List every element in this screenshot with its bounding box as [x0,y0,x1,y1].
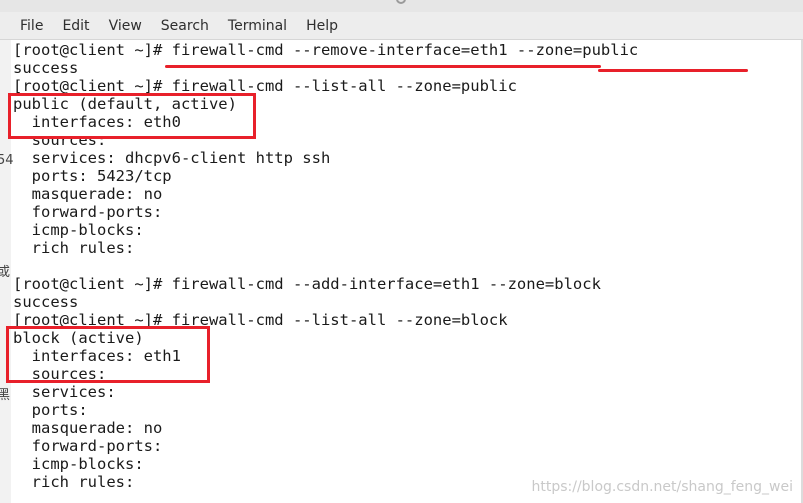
terminal-line: services: dhcpv6-client http ssh [13,149,331,167]
background-glyph: 黑 [0,388,11,403]
menubar: File Edit View Search Terminal Help [0,12,803,40]
menu-file[interactable]: File [20,17,44,34]
annotation-box-public [8,93,256,139]
terminal-right-border [801,40,803,503]
menu-view[interactable]: View [108,17,142,34]
terminal-line: forward-ports: [13,437,163,455]
terminal-line: rich rules: [13,473,135,491]
terminal-line: icmp-blocks: [13,221,144,239]
terminal-line: [root@client ~]# firewall-cmd --list-all… [13,311,508,329]
terminal-line: interfaces: eth0 [13,113,181,131]
annotation-box-block [6,326,210,383]
background-glyph: 或 [0,265,11,280]
terminal-line: masquerade: no [13,185,163,203]
terminal-line: interfaces: eth1 [13,347,181,365]
menu-terminal[interactable]: Terminal [227,17,288,34]
terminal-line: masquerade: no [13,419,163,437]
terminal-line: [root@client ~]# firewall-cmd --add-inte… [13,275,601,293]
terminal-line: [root@client ~]# firewall-cmd --list-all… [13,77,517,95]
terminal-line [13,257,803,275]
terminal-line: ports: 5423/tcp [13,167,172,185]
menu-help[interactable]: Help [306,17,338,34]
terminal-line: services: [13,383,116,401]
terminal-line: sources: [13,131,107,149]
terminal-line: public (default, active) [13,95,237,113]
menu-search[interactable]: Search [160,17,209,34]
terminal-line: forward-ports: [13,203,163,221]
terminal-line: ports: [13,401,88,419]
terminal-line: icmp-blocks: [13,455,144,473]
background-window-edge: 54 或 黑 [0,40,14,503]
annotation-underline [598,69,748,72]
background-glyph: 54 [0,153,14,168]
terminal-line: sources: [13,365,107,383]
window-title-bar [0,0,803,12]
terminal-line: success [13,293,79,311]
terminal-line: [root@client ~]# firewall-cmd --remove-i… [13,41,639,59]
terminal-line: rich rules: [13,239,135,257]
menu-edit[interactable]: Edit [62,17,90,34]
search-icon [396,0,406,4]
terminal-line: success [13,59,79,77]
annotation-underline [165,65,601,68]
watermark: https://blog.csdn.net/shang_feng_wei [531,479,793,495]
terminal-output[interactable]: [root@client ~]# firewall-cmd --remove-i… [13,41,803,503]
terminal-line: block (active) [13,329,144,347]
